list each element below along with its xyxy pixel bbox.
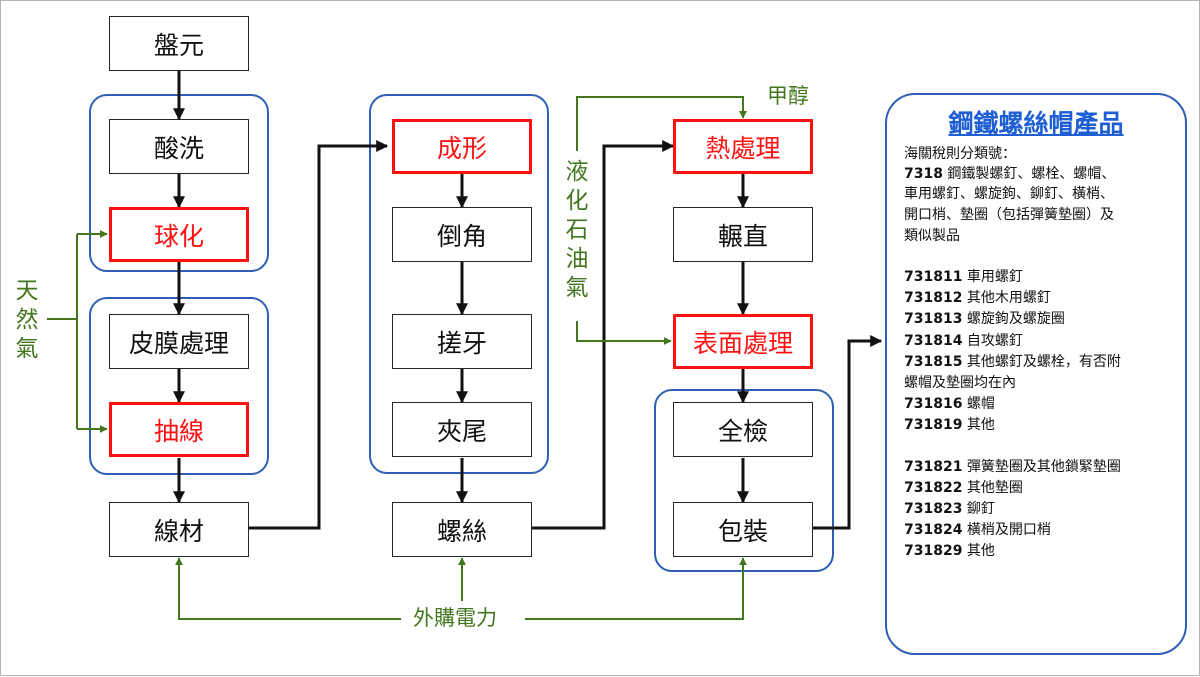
tariff-item-code: 731821: [904, 459, 963, 475]
tariff-item-code: 731823: [904, 501, 963, 517]
node-inspection: 全檢: [673, 402, 813, 457]
tariff-item-code: 731819: [904, 417, 963, 433]
node-wire-drawing: 抽線: [109, 402, 249, 457]
tariff-main-line-1: 7318 鋼鐵製螺釘、螺栓、螺帽、: [904, 164, 1115, 184]
tariff-main-line-4: 類似製品: [904, 228, 960, 244]
tariff-item: 731815 其他螺釘及螺栓，有否附: [904, 352, 1121, 372]
electricity-label: 外購電力: [413, 606, 497, 630]
arrow-screw-heat: [532, 140, 675, 530]
node-surface-treatment: 表面處理: [673, 314, 813, 369]
node-tail-clamping: 夾尾: [392, 402, 532, 457]
node-thread-rolling: 搓牙: [392, 314, 532, 369]
tariff-item-desc: 其他墊圈: [966, 480, 1023, 496]
tariff-item-code: 731816: [904, 396, 963, 412]
tariff-item-desc: 其他: [966, 417, 995, 433]
tariff-main-line-3: 開口梢、墊圈（包括彈簧墊圈）及: [904, 207, 1114, 223]
tariff-item-desc: 螺帽: [966, 396, 995, 412]
tariff-item-code: 731812: [904, 290, 963, 306]
tariff-item-code: 731815: [904, 354, 963, 370]
tariff-item: 731811 車用螺釘: [904, 267, 1023, 287]
tariff-item-code: 731829: [904, 543, 963, 559]
node-forming: 成形: [392, 119, 532, 174]
tariff-item-desc: 其他: [966, 543, 995, 559]
tariff-heading: 海關稅則分類號：: [904, 146, 1016, 162]
tariff-main-code: 7318: [904, 166, 943, 182]
node-chamfering: 倒角: [392, 207, 532, 262]
tariff-item-desc: 彈簧墊圈及其他鎖緊墊圈: [966, 459, 1121, 475]
node-coating: 皮膜處理: [109, 314, 249, 369]
tariff-item-code: 731822: [904, 480, 963, 496]
product-title: 鋼鐵螺絲帽產品: [948, 109, 1124, 138]
tariff-item: 731813 螺旋鉤及螺旋圈: [904, 309, 1065, 329]
node-screw: 螺絲: [392, 502, 532, 557]
electricity-line-right: [525, 557, 747, 620]
tariff-item: 731821 彈簧墊圈及其他鎖緊墊圈: [904, 457, 1121, 477]
tariff-item-desc: 鉚釘: [966, 501, 995, 517]
tariff-item-code: 731811: [904, 269, 963, 285]
lpg-label: 液化石油氣: [565, 159, 589, 301]
tariff-item: 731814 自攻螺釘: [904, 331, 1023, 351]
tariff-item: 螺帽及墊圈均在內: [904, 373, 1016, 393]
product-panel: 鋼鐵螺絲帽產品 海關稅則分類號： 7318 鋼鐵製螺釘、螺栓、螺帽、 車用螺釘、…: [885, 93, 1187, 655]
tariff-item-code: 731813: [904, 311, 963, 327]
tariff-item-desc: 橫梢及開口梢: [966, 522, 1051, 538]
node-packing: 包裝: [673, 502, 813, 557]
tariff-item-desc: 螺旋鉤及螺旋圈: [966, 311, 1065, 327]
natural-gas-label: 天然氣: [15, 278, 39, 362]
node-raw-material: 盤元: [109, 16, 249, 71]
tariff-item-desc: 螺帽及墊圈均在內: [904, 375, 1016, 391]
methanol-label: 甲醇: [767, 84, 809, 108]
node-heat-treatment: 熱處理: [673, 119, 813, 174]
tariff-item: 731812 其他木用螺釘: [904, 288, 1051, 308]
tariff-item-desc: 其他木用螺釘: [966, 290, 1051, 306]
tariff-item: 731823 鉚釘: [904, 499, 995, 519]
tariff-item: 731819 其他: [904, 415, 995, 435]
tariff-item-code: 731824: [904, 522, 963, 538]
lpg-to-heat: [576, 96, 747, 151]
electricity-line-left: [175, 557, 401, 620]
arrow-packing-product: [813, 335, 883, 530]
tariff-item-desc: 其他螺釘及螺栓，有否附: [966, 354, 1121, 370]
tariff-item-desc: 車用螺釘: [966, 269, 1023, 285]
node-straightening: 輾直: [673, 207, 813, 262]
tariff-item: 731816 螺帽: [904, 394, 995, 414]
tariff-item: 731829 其他: [904, 541, 995, 561]
tariff-item-code: 731814: [904, 333, 963, 349]
tariff-item: 731822 其他墊圈: [904, 478, 1023, 498]
lpg-to-surface: [576, 321, 672, 345]
node-spheroidizing: 球化: [109, 207, 249, 262]
tariff-item-desc: 自攻螺釘: [966, 333, 1023, 349]
arrow-wire-forming: [249, 140, 389, 530]
node-wire-rod: 線材: [109, 502, 249, 557]
tariff-main-line-2: 車用螺釘、螺旋鉤、鉚釘、橫梢、: [904, 186, 1114, 202]
tariff-main-desc-1: 鋼鐵製螺釘、螺栓、螺帽、: [947, 166, 1116, 182]
node-pickling: 酸洗: [109, 119, 249, 174]
group-forming: [369, 94, 549, 474]
tariff-item: 731824 橫梢及開口梢: [904, 520, 1051, 540]
